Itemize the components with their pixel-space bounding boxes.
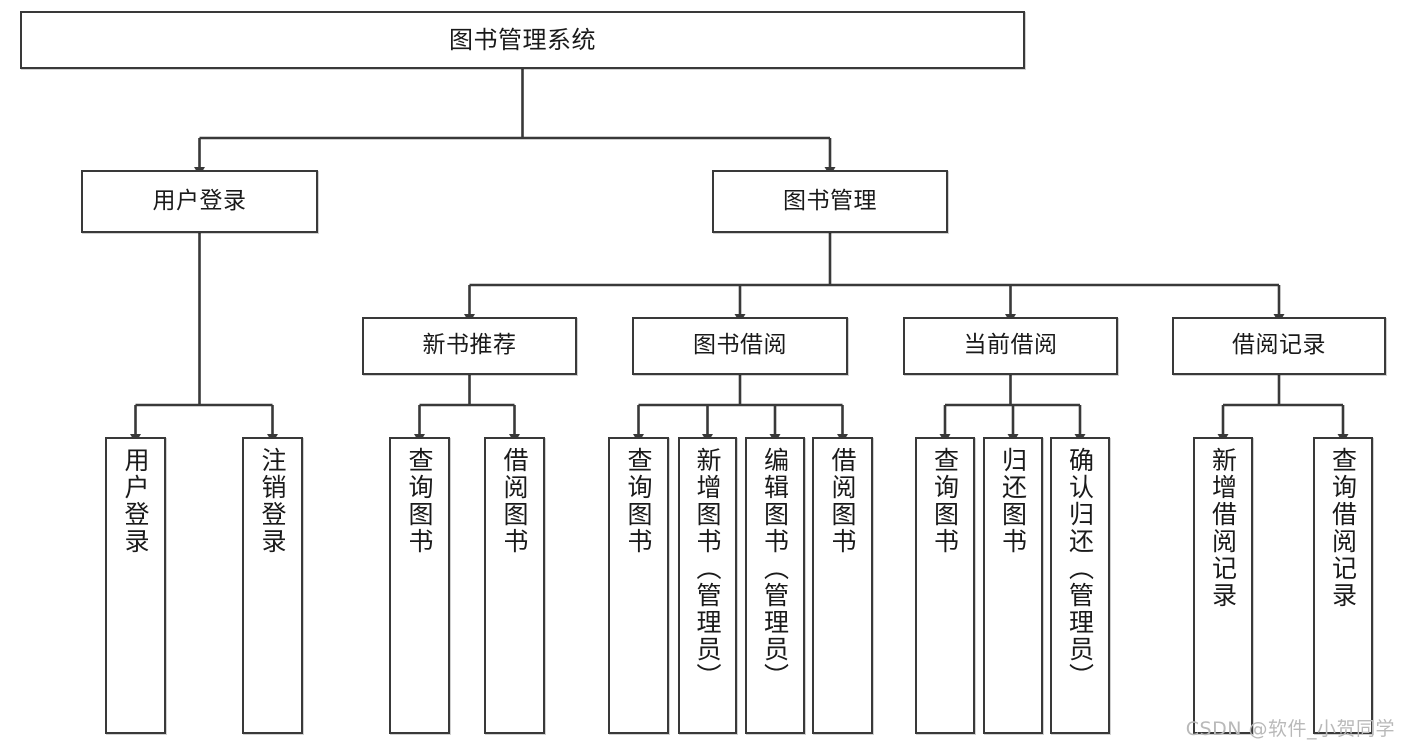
node-label: 查询图书 [930, 447, 960, 555]
node-label: 图书借阅 [693, 332, 787, 359]
node-label: 确认归还（管理员） [1065, 447, 1095, 690]
node-book-borrow[interactable]: 图书借阅 [632, 317, 848, 375]
node-leaf-user-login[interactable]: 用户登录 [105, 437, 166, 734]
node-label: 借阅记录 [1232, 332, 1326, 359]
node-label: 查询图书 [405, 447, 434, 555]
node-label: 查询图书 [624, 447, 653, 555]
node-leaf-borrow-book-1[interactable]: 借阅图书 [484, 437, 545, 734]
node-label: 借阅图书 [828, 447, 857, 555]
node-leaf-query-book-1[interactable]: 查询图书 [389, 437, 450, 734]
node-current-borrow[interactable]: 当前借阅 [903, 317, 1118, 375]
node-leaf-return-book[interactable]: 归还图书 [983, 437, 1043, 734]
node-book-manage[interactable]: 图书管理 [712, 170, 948, 233]
node-label: 新增图书（管理员） [693, 447, 722, 690]
node-label: 注销登录 [258, 447, 287, 555]
node-leaf-edit-book[interactable]: 编辑图书（管理员） [745, 437, 805, 734]
node-leaf-add-record[interactable]: 新增借阅记录 [1193, 437, 1253, 734]
node-label: 编辑图书（管理员） [760, 447, 790, 690]
node-new-book-rec[interactable]: 新书推荐 [362, 317, 577, 375]
node-label: 查询借阅记录 [1328, 447, 1358, 609]
node-label: 用户登录 [121, 447, 150, 555]
node-label: 图书管理 [783, 187, 877, 214]
watermark: CSDN @软件_小贺同学 [1185, 718, 1395, 740]
node-borrow-record[interactable]: 借阅记录 [1172, 317, 1386, 375]
node-label: 归还图书 [998, 447, 1028, 555]
node-leaf-logout[interactable]: 注销登录 [242, 437, 303, 734]
node-leaf-borrow-book-2[interactable]: 借阅图书 [812, 437, 873, 734]
node-label: 借阅图书 [500, 447, 529, 555]
node-leaf-add-book[interactable]: 新增图书（管理员） [678, 437, 737, 734]
node-label: 当前借阅 [963, 332, 1058, 359]
node-leaf-confirm-return[interactable]: 确认归还（管理员） [1050, 437, 1110, 734]
node-leaf-query-book-2[interactable]: 查询图书 [608, 437, 669, 734]
node-label: 新增借阅记录 [1208, 447, 1238, 609]
node-user-login[interactable]: 用户登录 [81, 170, 318, 233]
node-leaf-query-book-3[interactable]: 查询图书 [915, 437, 975, 734]
node-root[interactable]: 图书管理系统 [20, 11, 1025, 69]
node-label: 图书管理系统 [449, 25, 596, 54]
node-leaf-query-record[interactable]: 查询借阅记录 [1313, 437, 1373, 734]
node-label: 新书推荐 [422, 332, 517, 359]
node-label: 用户登录 [152, 187, 247, 214]
